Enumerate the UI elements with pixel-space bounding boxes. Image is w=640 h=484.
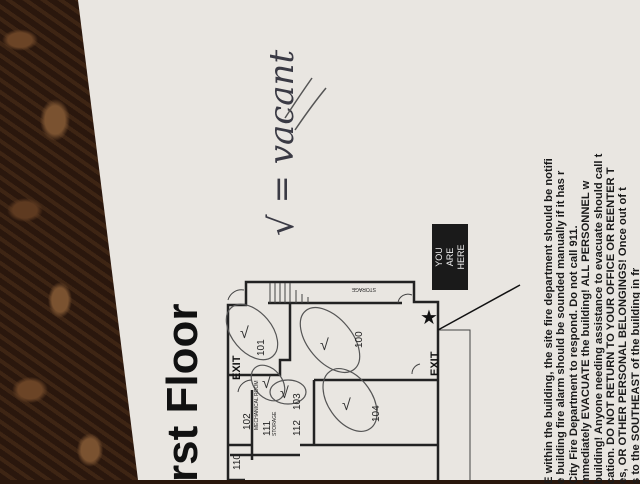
instruction-line: building! Anyone needing assistance to e…	[592, 153, 605, 484]
instruction-line: es, OR OTHER PERSONAL BELONGINGS! Once o…	[617, 187, 630, 484]
room-104: 104	[371, 405, 382, 422]
room-102: 102	[242, 413, 253, 430]
room-111: 111	[262, 420, 273, 436]
vacant-mark: √	[320, 337, 329, 354]
mechanical-room-label: MECHANICAL ROOM	[254, 380, 260, 430]
instruction-line: cation. DO NOT RETURN TO YOUR OFFICE OR …	[605, 167, 618, 484]
room-103: 103	[292, 393, 303, 410]
exit-sign: EXIT	[231, 355, 243, 380]
vacant-mark: √	[280, 385, 289, 402]
room-112: 112	[292, 420, 303, 436]
instruction-line: E within the building, the site fire dep…	[543, 158, 555, 484]
you-are-here-text: ARE	[445, 247, 455, 267]
instruction-line: e building fire alarm should be sounded …	[555, 170, 568, 484]
instruction-line: City Fire Department to respond. Do not …	[567, 225, 580, 484]
you-are-here-text: YOU	[434, 247, 444, 267]
instruction-line: mmediately EVACUATE the building! ALL PE…	[580, 180, 593, 484]
room-110: 110	[232, 454, 243, 470]
storage-label: STORAGE	[351, 286, 376, 292]
room-100: 100	[354, 331, 365, 348]
instruction-line: s to the SOUTHEAST of the building in fr	[629, 267, 640, 484]
storage-label: STORAGE	[272, 411, 278, 436]
vacant-mark: √	[240, 325, 249, 342]
you-are-here-text: HERE	[456, 244, 466, 270]
fire-instructions: E within the building, the site fire dep…	[543, 154, 640, 484]
vacant-circles	[225, 303, 378, 432]
room-101: 101	[256, 339, 267, 356]
exit-sign: EXIT	[429, 351, 441, 376]
you-are-here-badge: YOU ARE HERE	[432, 224, 468, 290]
vacant-mark: √	[342, 397, 351, 414]
vacant-mark: √	[262, 375, 271, 392]
you-are-here-star-icon: ★	[420, 307, 438, 329]
